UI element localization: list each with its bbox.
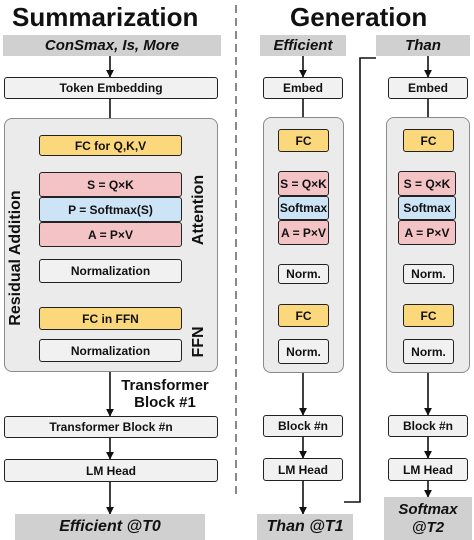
gen-col2-norm1-box: Norm.: [403, 264, 454, 284]
summarization-input-label: ConSmax, Is, More: [3, 35, 221, 56]
attention-label: Attention: [190, 174, 207, 246]
summarization-title: Summarization: [12, 2, 199, 32]
gen-col1-lm-head-box: LM Head: [263, 458, 343, 481]
lm-head-box: LM Head: [4, 459, 218, 482]
attention-pv-box: A = P×V: [39, 222, 182, 247]
gen-col1-block-n-box: Block #n: [263, 415, 343, 437]
gen-col1-fc2-box: FC: [278, 304, 329, 327]
gen-col1-embed-box: Embed: [263, 77, 343, 99]
gen-col2-output-line2: @T2: [411, 518, 445, 536]
gen-col2-fc2-box: FC: [403, 304, 454, 327]
gen-col1-attn-box: A = P×V: [278, 220, 329, 245]
softmax-box: P = Softmax(S): [39, 197, 182, 222]
score-qk-box: S = Q×K: [39, 172, 182, 197]
gen-col1-softmax-box: Softmax: [278, 196, 329, 220]
gen-col2-fc1-box: FC: [403, 129, 454, 152]
gen-col1-block-panel: [263, 117, 344, 373]
summarization-output-label: Efficient @T0: [15, 514, 205, 540]
gen-col2-score-box: S = Q×K: [398, 171, 456, 196]
normalization-2-box: Normalization: [39, 339, 182, 362]
gen-col1-norm1-box: Norm.: [278, 264, 329, 284]
gen-col2-output-label: Softmax @T2: [384, 497, 472, 540]
normalization-1-box: Normalization: [39, 259, 182, 283]
block-label-line1: Transformer: [121, 377, 209, 394]
gen-col2-block-panel: [386, 117, 470, 373]
ffn-label: FFN: [190, 326, 207, 358]
gen-col2-lm-head-box: LM Head: [388, 458, 468, 481]
gen-col1-input-label: Efficient: [260, 35, 346, 56]
gen-col1-output-label: Than @T1: [257, 514, 353, 540]
transformer-block-1-label: Transformer Block #1: [113, 377, 217, 411]
fc-ffn-box: FC in FFN: [39, 307, 182, 330]
gen-col1-fc1-box: FC: [278, 129, 329, 152]
transformer-block-n-box: Transformer Block #n: [4, 416, 218, 438]
token-embedding-box: Token Embedding: [4, 77, 218, 99]
gen-col2-output-line1: Softmax: [398, 500, 458, 518]
generation-title: Generation: [290, 2, 428, 32]
gen-col2-softmax-box: Softmax: [398, 196, 456, 220]
gen-col2-attn-box: A = P×V: [398, 220, 456, 245]
fc-qkv-box: FC for Q,K,V: [39, 135, 182, 156]
gen-col2-block-n-box: Block #n: [388, 415, 468, 437]
gen-col2-norm2-box: Norm.: [403, 339, 454, 364]
gen-col2-embed-box: Embed: [388, 77, 468, 99]
gen-col1-score-box: S = Q×K: [278, 171, 329, 196]
block-label-line2: Block #1: [134, 394, 196, 411]
residual-addition-label: Residual Addition: [7, 190, 24, 326]
gen-col2-input-label: Than: [376, 35, 470, 56]
gen-col1-norm2-box: Norm.: [278, 339, 329, 364]
